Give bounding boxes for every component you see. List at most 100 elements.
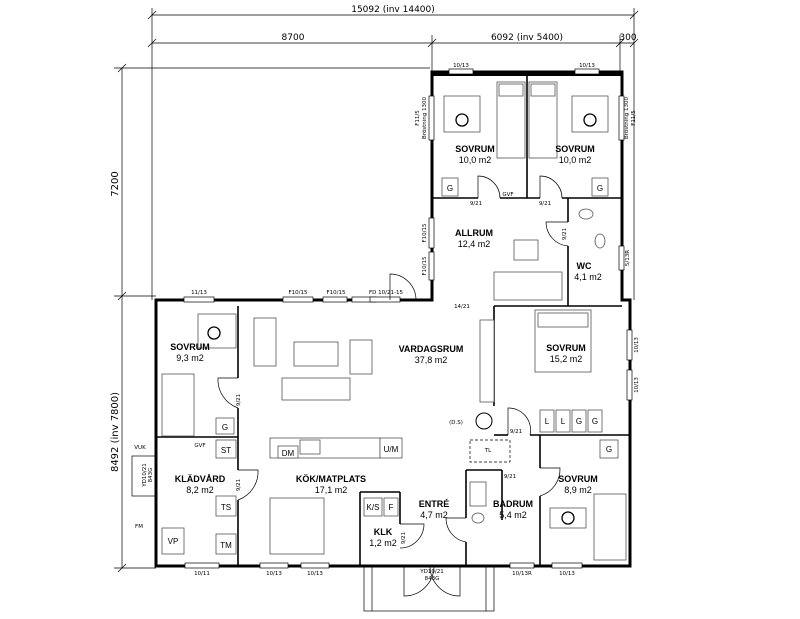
ds-label: (D.S) [449,420,463,426]
door-code: 9/21 [504,474,516,480]
room-name: SOVRUM [558,474,598,484]
room-labels: SOVRUM 10,0 m2 SOVRUM 10,0 m2 ALLRUM 12,… [170,144,602,548]
wardrobe-label: G [597,184,603,193]
room-name: SOVRUM [455,144,495,154]
window-code: YD10/21 [419,569,443,575]
dishwasher-label: DM [282,449,295,458]
room-name: SOVRUM [546,343,586,353]
window-code: 10/13 [634,377,640,393]
right-small-dim: 300 [619,33,636,43]
sofa [281,377,351,401]
room-name: KÖK/MATPLATS [296,474,366,484]
door-code: 9/21 [562,228,568,240]
room-name: VARDAGSRUM [399,344,464,354]
room-name: ALLRUM [455,228,493,238]
room-area: 10,0 m2 [559,155,592,165]
window-code: F11/5 [415,110,421,126]
sink [471,512,485,524]
room-area: 12,4 m2 [458,239,491,249]
wardrobe-label: L [561,417,566,426]
room-name: KLK [374,527,393,537]
wardrobe-label: G [222,423,228,432]
tl-label: TL [484,448,492,454]
room-area: 4,7 m2 [420,510,448,520]
tm-label: TM [220,541,232,550]
room-name: ENTRÉ [419,499,450,509]
shelf [479,319,495,403]
room-area: 17,1 m2 [315,485,348,495]
toilet [594,233,606,249]
sink-icon [299,439,321,455]
window-code: 843G [425,576,440,582]
door-code: 9/21 [401,532,407,544]
chair [455,113,469,127]
f-label: F [389,503,394,512]
door-code: 9/21 [539,201,551,207]
gvf-label: GVF [502,192,513,198]
window-code: 10/13 [579,63,595,69]
ts-label: TS [221,503,231,512]
furniture: G G GVF G L L G G [134,81,627,561]
window-code: 10/11 [194,571,210,577]
wardrobe-label: G [592,417,598,426]
window-code: 10/13 [307,571,323,577]
door-code: 14/21 [454,304,470,310]
window-code: FD 10/21-15 [369,290,403,296]
window-code: F10/15 [288,290,308,296]
room-area: 5,4 m2 [499,510,527,520]
window-code: Bröstning 1300 [422,96,428,139]
window-code: 10/13R [512,571,532,577]
bathtub [469,481,487,507]
right-width-dim: 6092 (inv 5400) [491,33,563,43]
window-code: 843G [148,468,154,483]
table [513,239,539,261]
room-name: SOVRUM [170,342,210,352]
chair [207,326,221,340]
door-code: 9/21 [236,479,242,491]
window-code: 10/13 [634,337,640,353]
doors [131,175,569,612]
room-area: 4,1 m2 [574,272,602,282]
room-name: WC [577,261,592,271]
upper-height-dim: 7200 [110,171,121,196]
window-codes: 10/13 10/13 F11/5 Bröstning 1300 Bröstni… [142,63,640,582]
window-code: 5/13R [625,250,631,266]
door-code: 9/21 [236,394,242,406]
wardrobe-label: G [447,184,453,193]
wardrobe-label: L [545,417,550,426]
armchair [253,317,277,367]
bed [161,373,195,437]
room-area: 8,2 m2 [186,485,214,495]
window-code: 10/13 [266,571,282,577]
stove-icon [475,412,493,430]
window-code: 10/13 [559,571,575,577]
room-area: 10,0 m2 [459,155,492,165]
door-codes: 9/21 9/21 9/21 14/21 9/21 9/21 9/21 9/21… [236,201,568,544]
room-area: 37,8 m2 [415,355,448,365]
window-code: 10/13 [453,63,469,69]
ks-label: K/S [367,503,380,512]
room-area: 1,2 m2 [369,538,397,548]
vp-label: VP [168,537,179,546]
um-label: U/M [384,445,399,454]
wardrobe-label: G [576,417,582,426]
wardrobe-label: G [606,445,612,454]
chair [583,113,597,127]
left-width-dim: 8700 [282,33,305,43]
sink [578,208,594,220]
room-area: 8,9 m2 [564,485,592,495]
window-code: F10/15 [422,223,428,243]
sofa [493,271,563,301]
chair [561,511,575,525]
room-name: KLÄDVÅRD [175,474,226,484]
lower-height-dim: 8492 (inv 7800) [110,392,121,472]
dimension-lines: 15092 (inv 14400) 8700 6092 (inv 5400) 3… [110,5,639,573]
door-code: 9/21 [470,201,482,207]
gvf-label: GVF [194,443,205,449]
window-code: F10/15 [326,290,346,296]
overall-width-dim: 15092 (inv 14400) [351,5,435,15]
bed [593,493,627,561]
windows [183,68,633,569]
window-code: YD10/21 [142,463,148,487]
